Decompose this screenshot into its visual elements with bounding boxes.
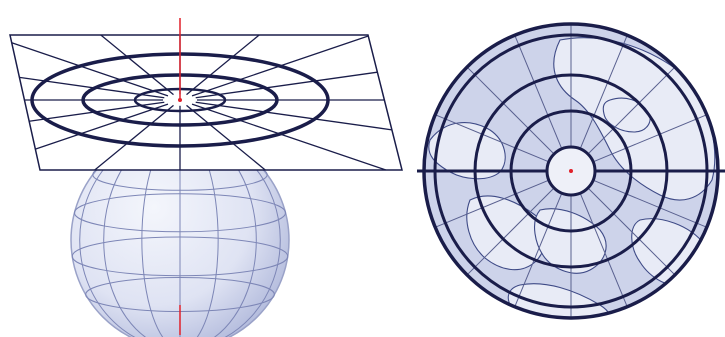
map-disk xyxy=(417,21,725,332)
center-point xyxy=(569,169,573,173)
